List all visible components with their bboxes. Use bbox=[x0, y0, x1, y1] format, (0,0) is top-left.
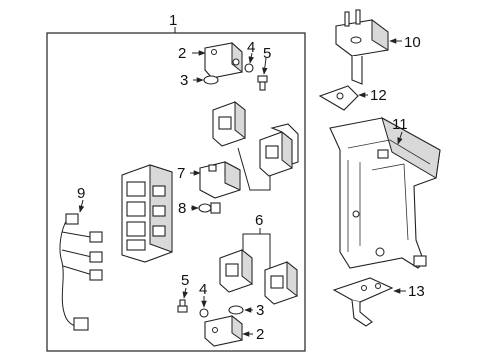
callout-4-top-arrow bbox=[248, 52, 254, 64]
part-12-plate bbox=[318, 85, 359, 111]
part-7-bracket bbox=[199, 161, 241, 199]
callout-1: 1 bbox=[169, 12, 177, 29]
callout-9-arrow bbox=[78, 199, 85, 213]
assembly-frame bbox=[46, 32, 306, 352]
callout-7: 7 bbox=[177, 165, 185, 182]
connector-housing-upper-right bbox=[259, 123, 299, 177]
callout-12: 12 bbox=[370, 87, 387, 104]
callout-11-arrow bbox=[397, 131, 403, 145]
callout-13: 13 bbox=[408, 283, 425, 300]
callout-8: 8 bbox=[178, 200, 186, 217]
callout-3-bottom: 3 bbox=[256, 302, 264, 319]
part-9-wiring-harness bbox=[59, 213, 103, 331]
callout-6-lower-leader bbox=[242, 233, 271, 270]
connector-housing-lower-right bbox=[264, 260, 298, 305]
callout-4-bottom: 4 bbox=[199, 281, 207, 298]
callout-5-top: 5 bbox=[263, 45, 271, 62]
callout-2-top: 2 bbox=[178, 45, 186, 62]
connector-housing-upper-left bbox=[212, 100, 246, 147]
callout-9: 9 bbox=[77, 185, 85, 202]
part-4-top-washer bbox=[244, 63, 254, 73]
callout-6-upper-leader bbox=[237, 147, 271, 191]
part-3-bottom-oring bbox=[228, 305, 244, 315]
callout-11: 11 bbox=[392, 116, 408, 133]
part-5-bottom-bolt bbox=[177, 299, 188, 313]
part-4-bottom-washer bbox=[199, 308, 209, 318]
callout-5-top-arrow bbox=[262, 57, 268, 75]
part-2-top bbox=[204, 41, 243, 79]
relay-block bbox=[121, 164, 173, 263]
part-5-top-bolt bbox=[257, 75, 268, 91]
part-8-nut bbox=[210, 202, 221, 214]
part-11-main-bracket bbox=[329, 116, 441, 269]
part-2-bottom bbox=[204, 314, 243, 347]
callout-2-bottom: 2 bbox=[256, 326, 264, 343]
callout-6: 6 bbox=[255, 212, 263, 229]
callout-4-top: 4 bbox=[247, 39, 255, 56]
callout-5-bottom: 5 bbox=[181, 272, 189, 289]
callout-5-bottom-arrow bbox=[182, 287, 188, 299]
part-3-top-oring bbox=[203, 75, 219, 85]
part-8-washer bbox=[198, 203, 212, 213]
callout-3-top: 3 bbox=[180, 72, 188, 89]
callout-10: 10 bbox=[404, 34, 421, 51]
part-13-bracket bbox=[332, 277, 394, 327]
part-10-bracket bbox=[335, 9, 389, 85]
connector-housing-lower-left bbox=[219, 248, 253, 293]
